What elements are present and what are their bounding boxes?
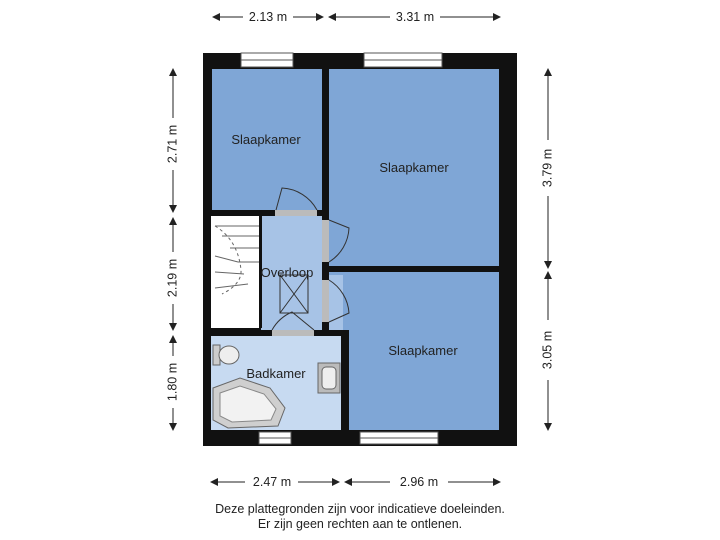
dim-bottom-right: 2.96 m — [400, 475, 438, 489]
label-bedroom-bottom-right: Slaapkamer — [388, 343, 458, 358]
door-opening — [322, 280, 329, 322]
window — [258, 431, 292, 445]
room-landing — [261, 216, 323, 330]
label-landing: Overloop — [261, 265, 314, 280]
room-bedroom-bottom-right — [329, 272, 499, 430]
room-bedroom-top-left — [212, 69, 322, 210]
dim-top-right: 3.31 m — [396, 10, 434, 24]
bathtub-fixture — [212, 377, 286, 429]
disclaimer-line-2: Er zijn geen rechten aan te ontlenen. — [257, 517, 463, 531]
dim-left-middle: 2.19 m — [165, 259, 179, 297]
attic-hatch — [279, 274, 309, 314]
label-bathroom: Badkamer — [246, 366, 306, 381]
room-bedroom-top-right — [329, 69, 499, 266]
interior-wall — [322, 266, 499, 272]
dim-bottom-left: 2.47 m — [253, 475, 291, 489]
interior-wall — [341, 330, 349, 430]
door-opening — [322, 220, 329, 262]
dim-right-bottom: 3.05 m — [540, 331, 554, 369]
dim-left-top: 2.71 m — [165, 125, 179, 163]
dim-top-left: 2.13 m — [249, 10, 287, 24]
door-opening — [275, 210, 317, 216]
dim-left-bottom: 1.80 m — [165, 363, 179, 401]
label-bedroom-top-right: Slaapkamer — [379, 160, 449, 175]
sink-fixture — [317, 362, 341, 394]
label-bedroom-top-left: Slaapkamer — [231, 132, 301, 147]
stairs — [214, 225, 259, 295]
window — [359, 431, 439, 445]
toilet-fixture — [212, 344, 240, 366]
door-swing — [271, 187, 350, 331]
door-opening — [272, 330, 314, 336]
window — [240, 52, 294, 68]
interior-wall — [211, 210, 322, 216]
dim-right-top: 3.79 m — [540, 149, 554, 187]
interior-wall — [322, 62, 329, 330]
interior-wall — [259, 216, 262, 328]
disclaimer-line-1: Deze plattegronden zijn voor indicatieve… — [215, 502, 505, 516]
window — [363, 52, 443, 68]
